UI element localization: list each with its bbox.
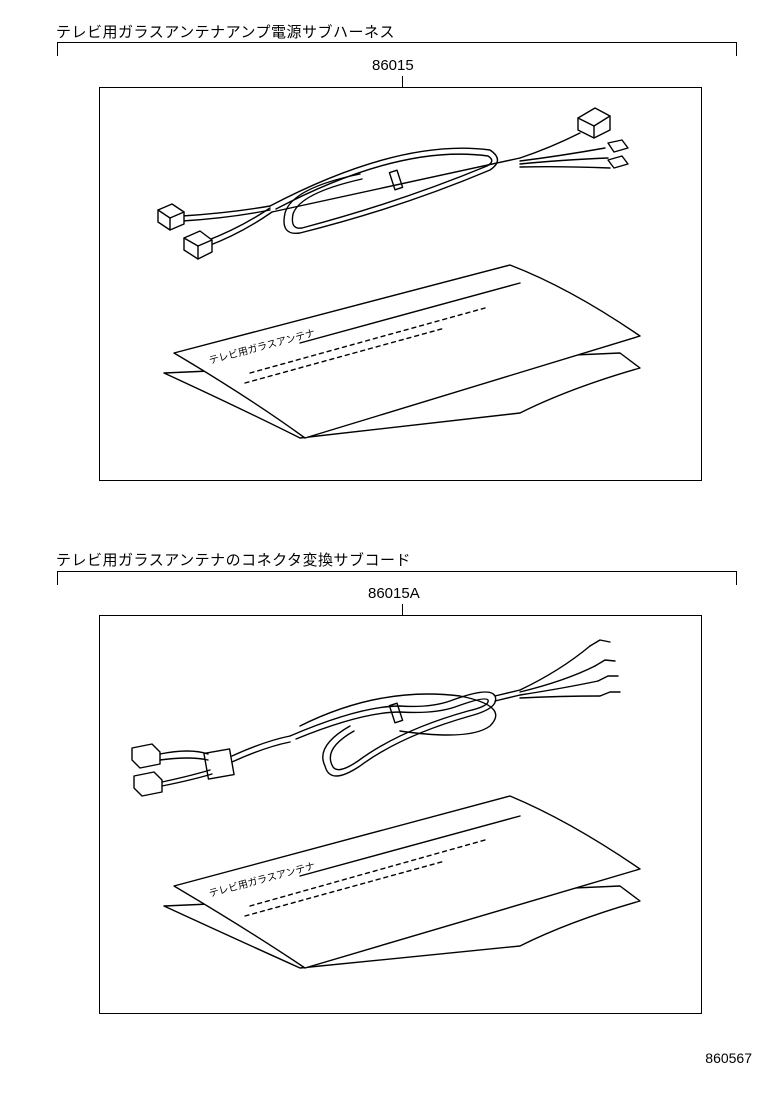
manual-solid-line: [299, 282, 521, 344]
cord-connectors-left: [131, 743, 235, 797]
manual-dashed-line-2: [244, 327, 446, 384]
harness-wires-left: [181, 205, 273, 247]
cord-plugs-right: [519, 639, 621, 699]
connector-small-1: [607, 139, 629, 153]
section-2-part-number: 86015A: [368, 585, 420, 602]
section-1-part-number: 86015: [372, 57, 414, 74]
connector-small-2: [607, 155, 629, 169]
section-2-bracket: [57, 571, 737, 585]
manual-front-page: [173, 264, 641, 439]
section-1-leader-line: [402, 76, 403, 88]
connector-left-2: [183, 230, 213, 260]
manual-dashed-line-1: [249, 307, 486, 374]
manual-dashed-line-1: [249, 839, 486, 907]
manual-front-page: [173, 795, 641, 969]
harness-wires-right: [519, 132, 611, 169]
section-1-title: テレビ用ガラスアンテナアンプ電源サブハーネス: [56, 23, 396, 41]
section-2-illustration: テレビ用ガラスアンテナ: [131, 639, 641, 969]
section-1-frame: テレビ用ガラスアンテナ: [99, 87, 702, 481]
connector-top-right: [577, 107, 611, 139]
harness-loop: [269, 147, 521, 235]
section-2-frame: テレビ用ガラスアンテナ: [99, 615, 702, 1014]
manual-dashed-line-2: [244, 860, 446, 917]
connector-left-1: [157, 203, 185, 231]
drawing-id: 860567: [705, 1050, 752, 1066]
section-2-leader-line: [402, 604, 403, 616]
section-1-illustration: テレビ用ガラスアンテナ: [157, 107, 641, 439]
section-2-title: テレビ用ガラスアンテナのコネクタ変換サブコード: [56, 551, 412, 569]
manual-solid-line: [299, 815, 521, 877]
cord-loop: [289, 689, 521, 777]
section-1-bracket: [57, 42, 737, 56]
cord-wires-left: [159, 735, 291, 787]
